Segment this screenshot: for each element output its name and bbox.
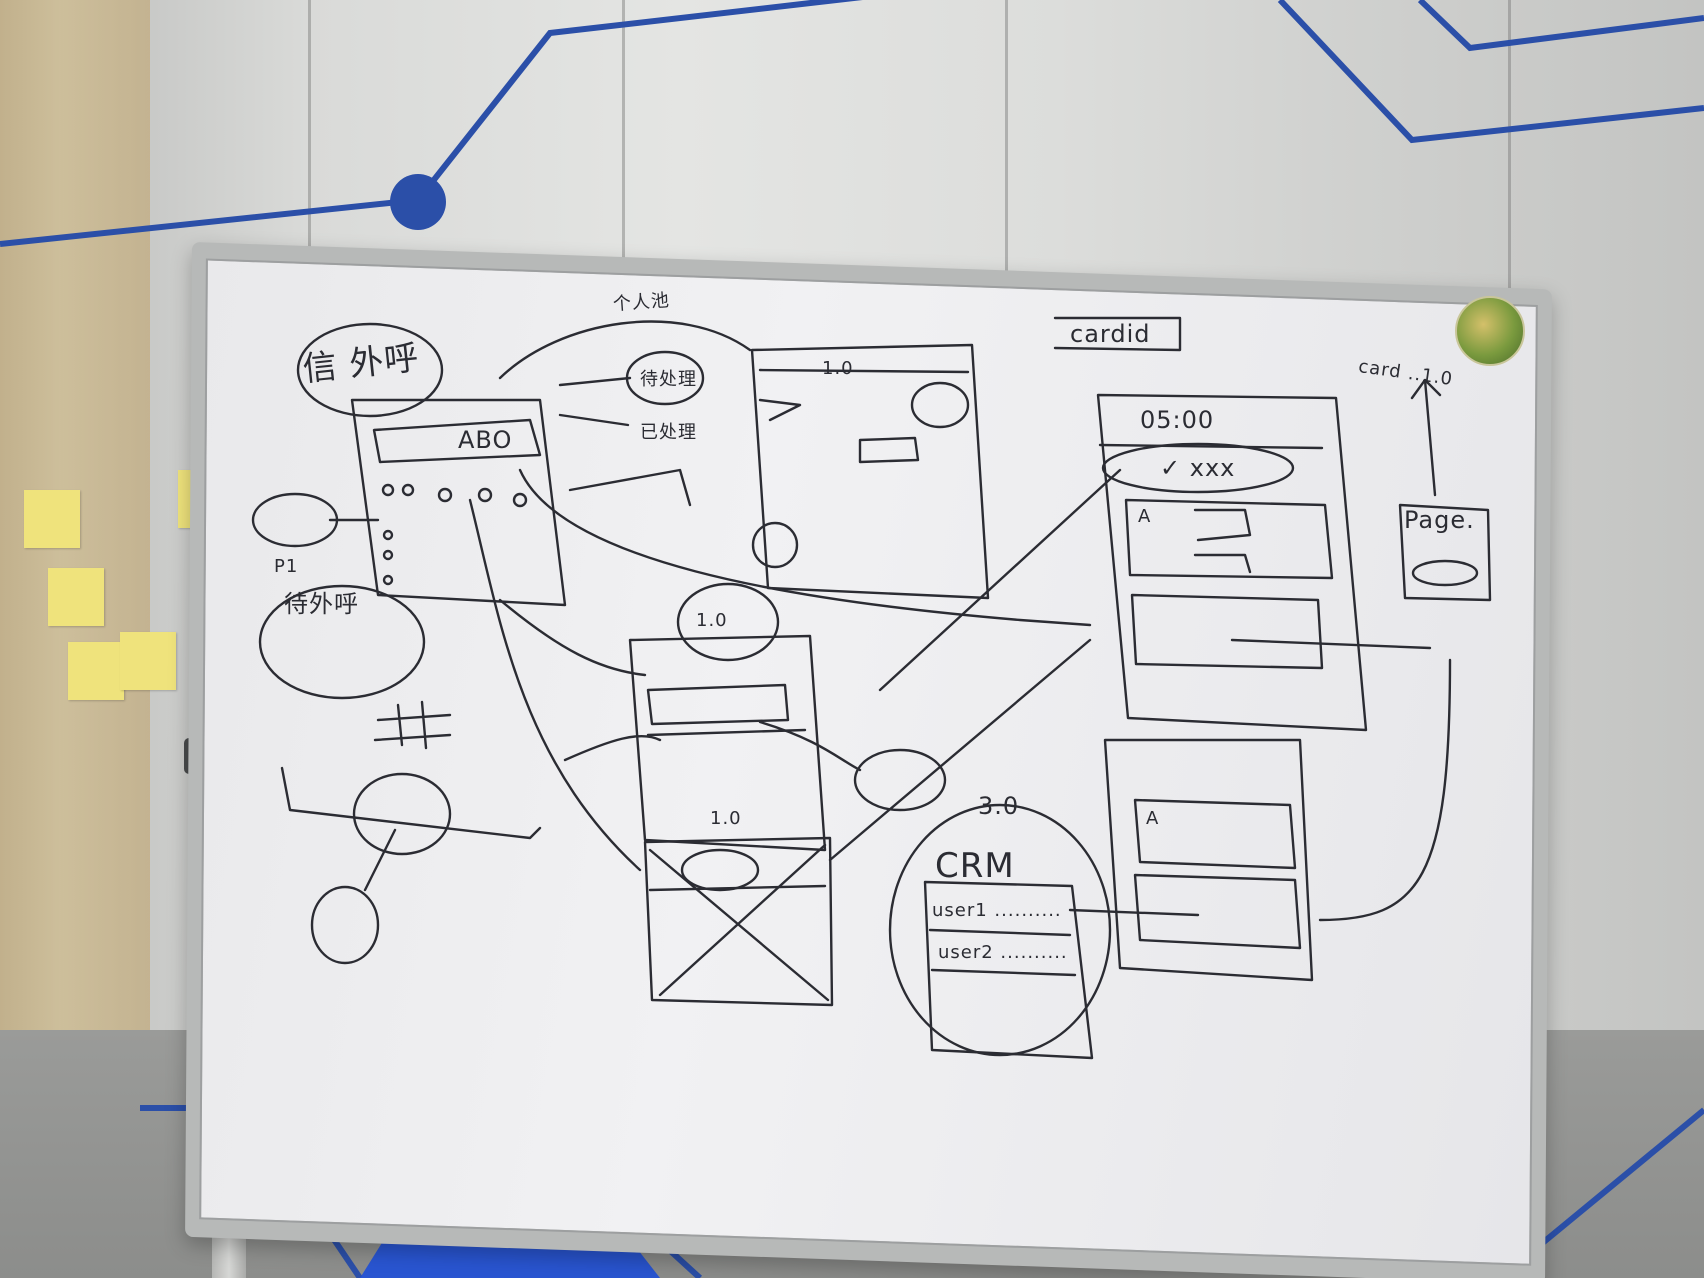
label-version-low: 1.0 (710, 808, 742, 829)
label-status-pending: 待处理 (640, 369, 697, 390)
label-crm: CRM (935, 846, 1015, 886)
label-marked: ✓ xxx (1160, 454, 1236, 482)
label-task-pool: 个人池 (612, 290, 671, 315)
sticky-note (48, 568, 104, 626)
wall-dot (390, 174, 446, 230)
label-unfinished: 待外呼 (284, 590, 359, 618)
label-a2: A (1138, 506, 1152, 527)
round-sticker (1455, 296, 1525, 366)
sticky-note (68, 642, 124, 700)
label-abo: ABO (458, 426, 513, 454)
label-card-id: cardid (1070, 320, 1151, 348)
label-page: Page. (1404, 506, 1475, 534)
label-user1: user1 .......... (932, 900, 1062, 921)
label-version-mid: 1.0 (696, 610, 728, 631)
label-a: A (1146, 808, 1160, 829)
sticky-note (24, 490, 80, 548)
label-time: 05:00 (1140, 406, 1215, 434)
sticky-note (120, 632, 176, 690)
label-user2: user2 .......... (938, 942, 1068, 963)
label-sign-out: P1 (274, 556, 299, 577)
label-status-done: 已处理 (640, 422, 697, 443)
label-version-top: 1.0 (822, 358, 854, 379)
label-crm-version: 3.0 (978, 792, 1020, 820)
